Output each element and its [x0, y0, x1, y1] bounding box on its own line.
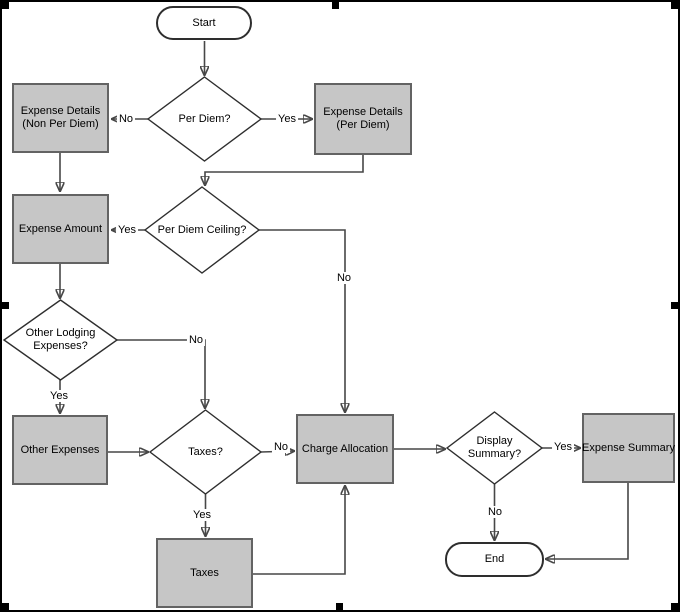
process-expense-amount[interactable]: Expense Amount [12, 194, 109, 264]
edge-label-ceiling-no: No [334, 272, 354, 284]
process-charge-allocation[interactable]: Charge Allocation [296, 414, 394, 484]
decision-per-diem-ceiling-label: Per Diem Ceiling? [157, 223, 247, 236]
process-other-expenses-label: Other Expenses [20, 443, 100, 456]
node-start[interactable]: Start [156, 6, 252, 40]
diamond-shape [4, 300, 117, 380]
process-taxes-label: Taxes [190, 566, 219, 579]
selection-handle-bottom-right[interactable] [671, 603, 678, 610]
node-start-label: Start [192, 16, 216, 29]
edge-label-per-diem-no: No [116, 113, 136, 125]
selection-handle-top-middle[interactable] [332, 2, 339, 9]
process-expense-amount-label: Expense Amount [18, 222, 103, 235]
edge-label-taxes-no: No [271, 441, 291, 453]
selection-handle-bottom-middle[interactable] [336, 603, 343, 610]
diamond-shape [447, 412, 542, 484]
decision-other-lodging-expenses[interactable]: Other Lodging Expenses? [4, 300, 117, 380]
diamond-shape [148, 77, 261, 161]
diamond-shape [145, 187, 259, 273]
process-expense-details-non-per-diem[interactable]: Expense Details (Non Per Diem) [12, 83, 109, 153]
edge-lodging-no-to-taxes-decision [117, 339, 205, 408]
decision-taxes[interactable]: Taxes? [150, 410, 261, 494]
process-taxes[interactable]: Taxes [156, 538, 253, 608]
edge-label-lodging-no: No [186, 334, 206, 346]
node-end-label: End [484, 553, 505, 565]
edge-details-per-to-ceiling [205, 155, 364, 185]
selection-handle-bottom-left[interactable] [2, 603, 9, 610]
edge-label-display-no: No [485, 506, 505, 518]
decision-other-lodging-label: Other Lodging Expenses? [25, 327, 96, 352]
selection-handle-middle-right[interactable] [671, 302, 678, 309]
decision-display-summary-label: Display Summary? [467, 435, 522, 460]
selection-handle-top-left[interactable] [2, 2, 9, 9]
decision-taxes-label: Taxes? [188, 445, 223, 458]
decision-per-diem-ceiling[interactable]: Per Diem Ceiling? [145, 187, 259, 273]
process-expense-details-per-diem-label: Expense Details (Per Diem) [323, 106, 403, 131]
process-expense-summary-label: Expense Summary [582, 441, 675, 454]
process-expense-details-non-per-diem-label: Expense Details (Non Per Diem) [20, 105, 101, 130]
selection-handle-middle-left[interactable] [2, 302, 9, 309]
process-expense-details-per-diem[interactable]: Expense Details (Per Diem) [314, 83, 412, 155]
edge-label-ceiling-yes: Yes [116, 224, 138, 236]
edge-expense-summary-to-end [546, 483, 629, 559]
edge-label-per-diem-yes: Yes [276, 113, 298, 125]
decision-per-diem[interactable]: Per Diem? [148, 77, 261, 161]
decision-per-diem-label: Per Diem? [178, 112, 231, 125]
process-charge-allocation-label: Charge Allocation [301, 442, 389, 455]
selection-handle-top-right[interactable] [671, 2, 678, 9]
edge-label-lodging-yes: Yes [48, 390, 70, 402]
decision-display-summary[interactable]: Display Summary? [447, 412, 542, 484]
edge-label-taxes-yes: Yes [191, 509, 213, 521]
process-other-expenses[interactable]: Other Expenses [12, 415, 108, 485]
process-expense-summary[interactable]: Expense Summary [582, 413, 675, 483]
edge-label-display-yes: Yes [552, 441, 574, 453]
diamond-shape [150, 410, 261, 494]
node-end[interactable]: End [445, 542, 544, 577]
edge-taxes-to-charge-allocation [253, 486, 345, 575]
edge-ceiling-no-to-charge-allocation [259, 229, 345, 412]
